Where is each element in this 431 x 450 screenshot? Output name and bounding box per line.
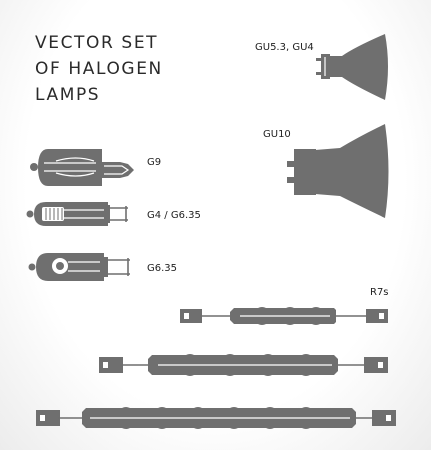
- gu53-lamp-icon: [316, 34, 388, 100]
- label-g635: G6.35: [147, 263, 178, 274]
- label-gu53: GU5.3, GU4: [255, 42, 314, 53]
- page-title: VECTOR SET OF HALOGEN LAMPS: [35, 30, 163, 108]
- g635-lamp-icon: [28, 253, 130, 281]
- r7s-short-lamp-icon: [180, 307, 388, 325]
- label-gu10: GU10: [263, 129, 291, 140]
- title-line-2: OF HALOGEN: [35, 59, 163, 79]
- title-line-3: LAMPS: [35, 85, 101, 105]
- r7s-long-lamp-icon: [36, 407, 396, 429]
- g9-lamp-icon: [30, 149, 134, 186]
- title-line-1: VECTOR SET: [35, 33, 159, 53]
- gu10-lamp-icon: [287, 124, 389, 218]
- g4-lamp-icon: [26, 202, 128, 226]
- label-g4: G4 / G6.35: [147, 210, 201, 221]
- label-r7s: R7s: [370, 287, 389, 298]
- label-g9: G9: [147, 157, 162, 168]
- r7s-medium-lamp-icon: [99, 354, 388, 376]
